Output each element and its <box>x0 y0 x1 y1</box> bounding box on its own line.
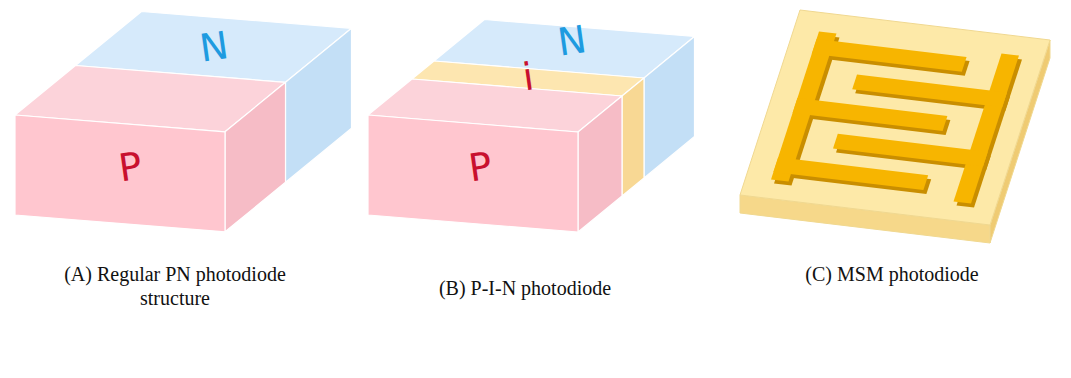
p-region: P <box>463 145 498 191</box>
region-letter: i <box>520 57 536 100</box>
region-letter: N <box>555 19 589 64</box>
region-letter: P <box>116 146 145 191</box>
figure-caption: (B) P-I-N photodiode <box>375 276 675 300</box>
msm-interdigitated-electrodes <box>771 31 1022 207</box>
region-letter: N <box>197 25 231 70</box>
figure-caption: (C) MSM photodiode <box>747 262 1037 286</box>
region-letter: P <box>466 146 495 191</box>
pin-photodiode-blocks <box>368 20 695 233</box>
p-region: P <box>113 145 148 191</box>
pn-photodiode-blocks <box>15 12 352 232</box>
figure-caption: (A) Regular PN photodiode structure <box>30 262 320 310</box>
intrinsic-region: i <box>517 55 540 101</box>
n-region: N <box>194 25 234 71</box>
n-region: N <box>552 19 592 65</box>
msm-photodiode-substrate <box>740 10 1050 243</box>
